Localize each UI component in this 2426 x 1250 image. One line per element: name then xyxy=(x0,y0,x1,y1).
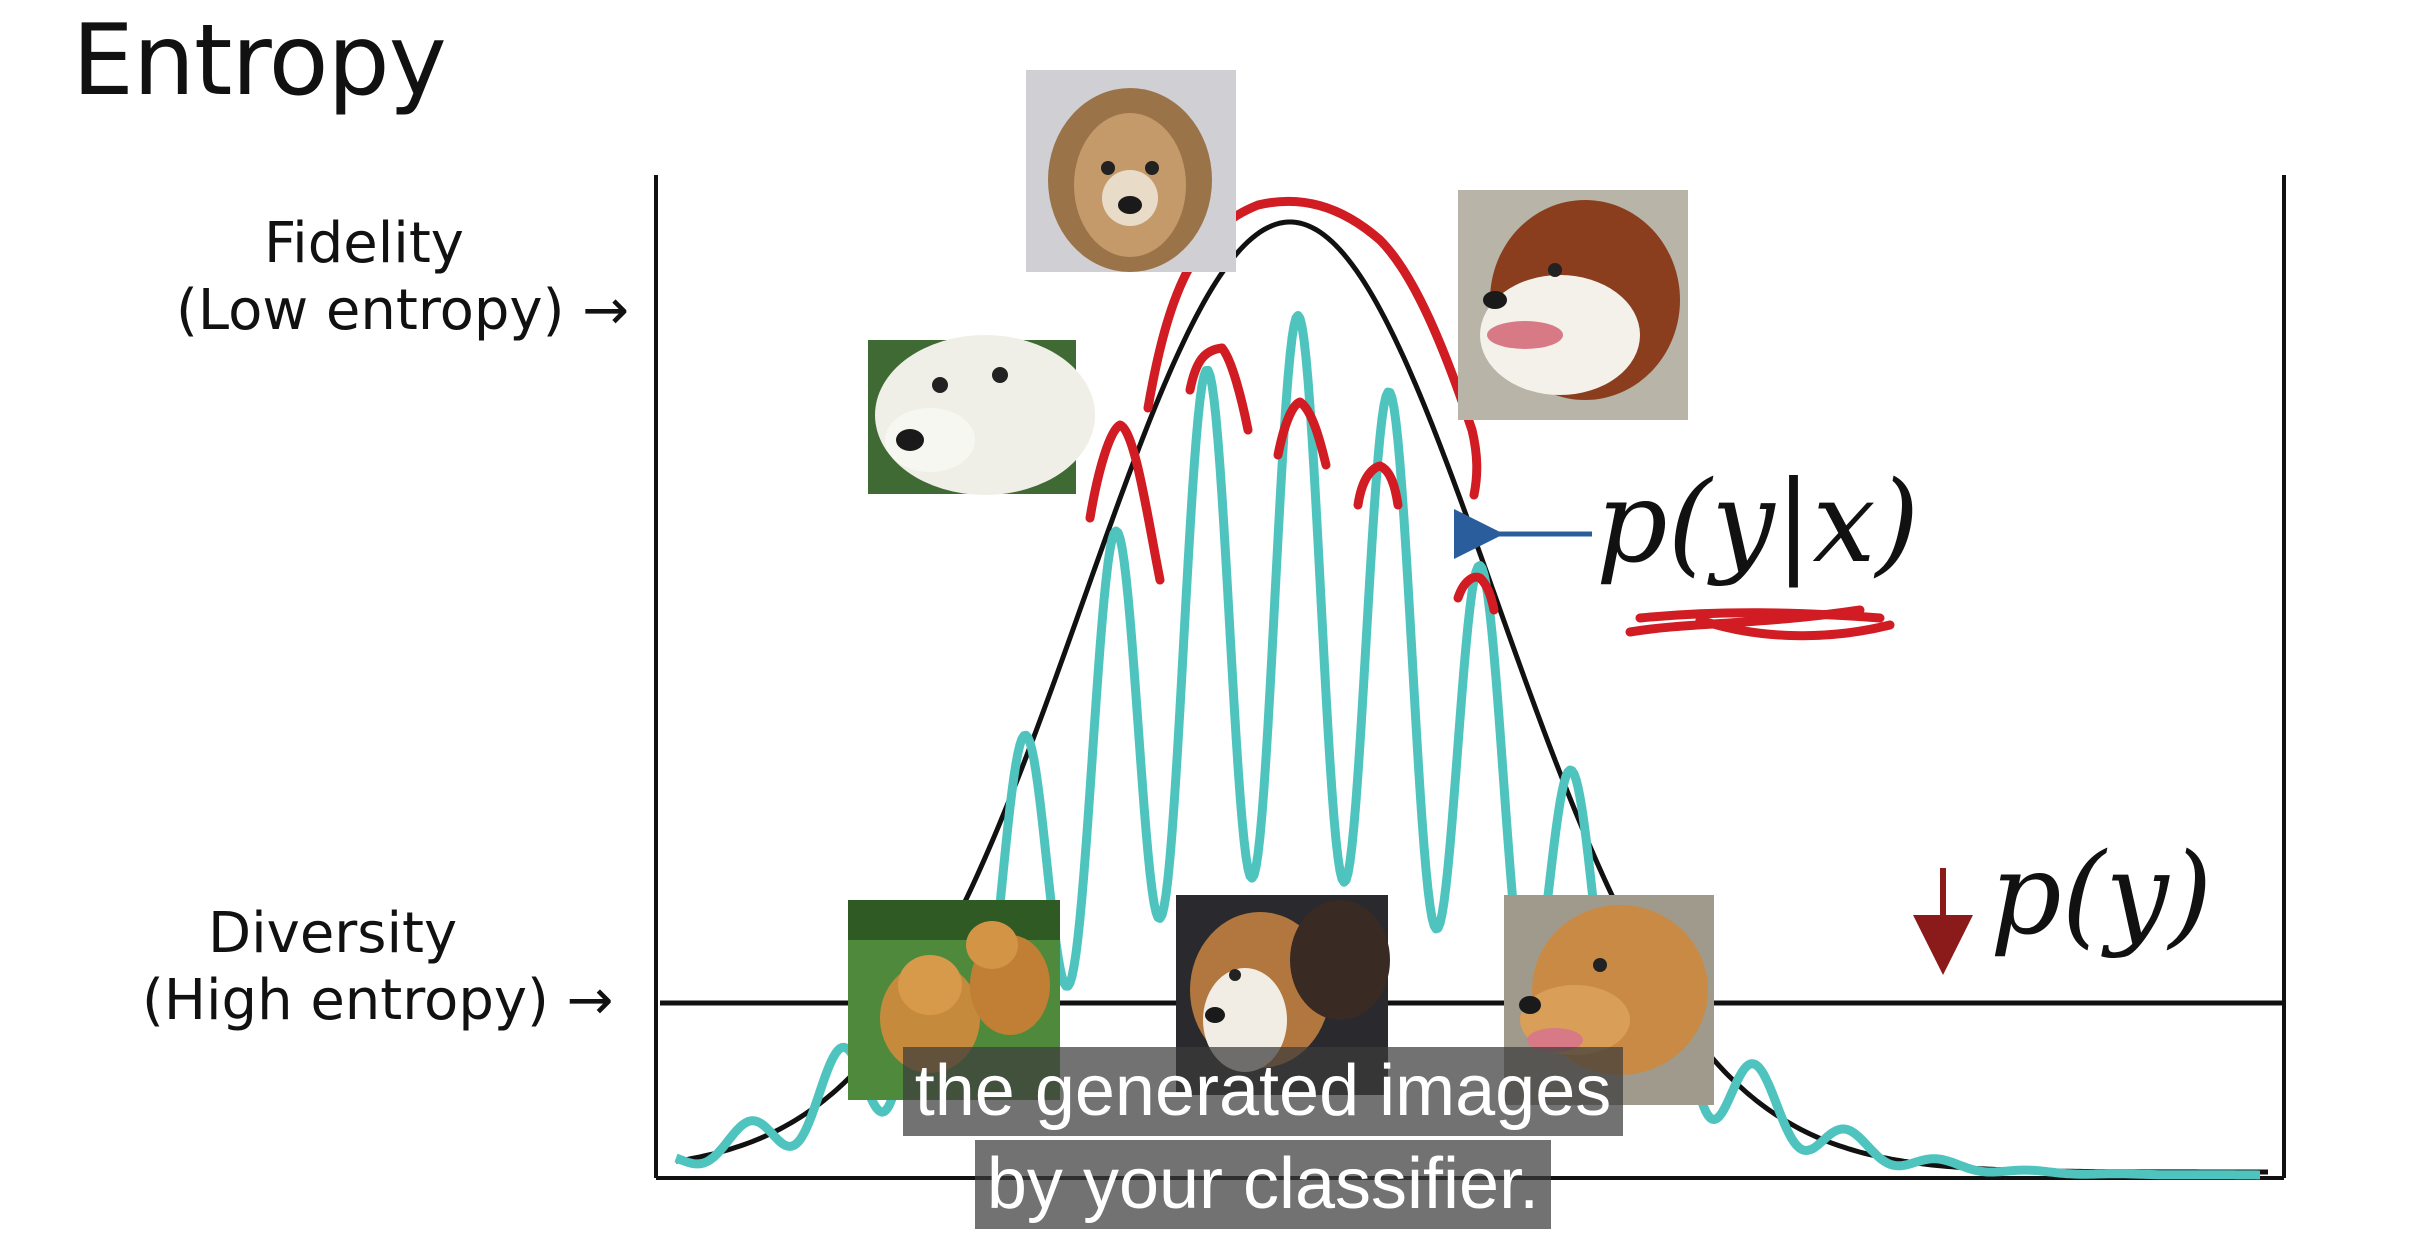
collie-image xyxy=(1176,895,1390,1095)
high-entropy-note: (High entropy) → xyxy=(142,968,614,1034)
fidelity-heading: Fidelity xyxy=(264,211,464,276)
marginal-probability-label: p(y) xyxy=(1990,830,2213,960)
diversity-heading: Diversity xyxy=(208,901,458,966)
fidelity-label: Fidelity (Low entropy) → xyxy=(176,210,629,344)
diversity-label: Diversity (High entropy) → xyxy=(142,900,614,1034)
slide-title: Entropy xyxy=(72,4,447,118)
golden-retriever-closeup-image xyxy=(1026,70,1236,272)
low-entropy-note: (Low entropy) → xyxy=(176,278,630,344)
golden-retriever-profile-image xyxy=(1504,895,1714,1105)
conditional-probability-label: p(y|x) xyxy=(1596,458,1920,588)
saint-bernard-image xyxy=(1458,190,1688,420)
white-dog-image xyxy=(868,335,1095,495)
two-golden-retrievers-image xyxy=(848,900,1060,1100)
